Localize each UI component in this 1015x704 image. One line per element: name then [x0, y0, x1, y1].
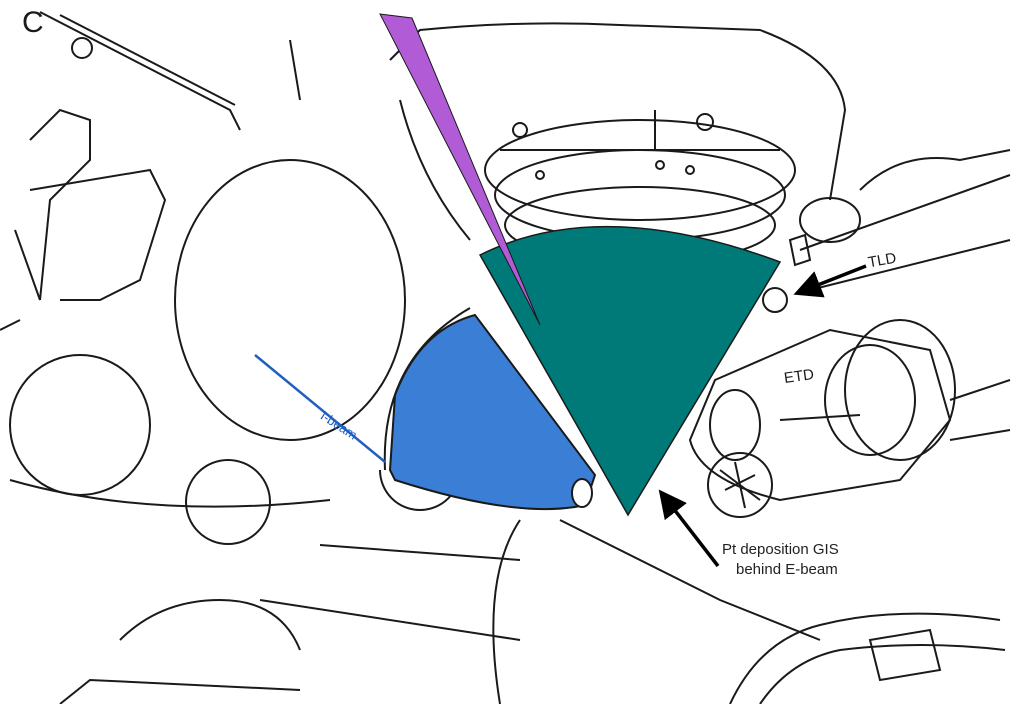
ion-beam-pointer-line [255, 355, 385, 462]
gis-arrow [663, 495, 718, 566]
gis-label-line2: behind E-beam [722, 560, 839, 580]
gis-label-line1: Pt deposition GIS [722, 540, 839, 560]
gis-label: Pt deposition GIS behind E-beam [722, 540, 839, 580]
panel-letter: C [22, 6, 44, 40]
ion-column-tip [572, 479, 592, 507]
